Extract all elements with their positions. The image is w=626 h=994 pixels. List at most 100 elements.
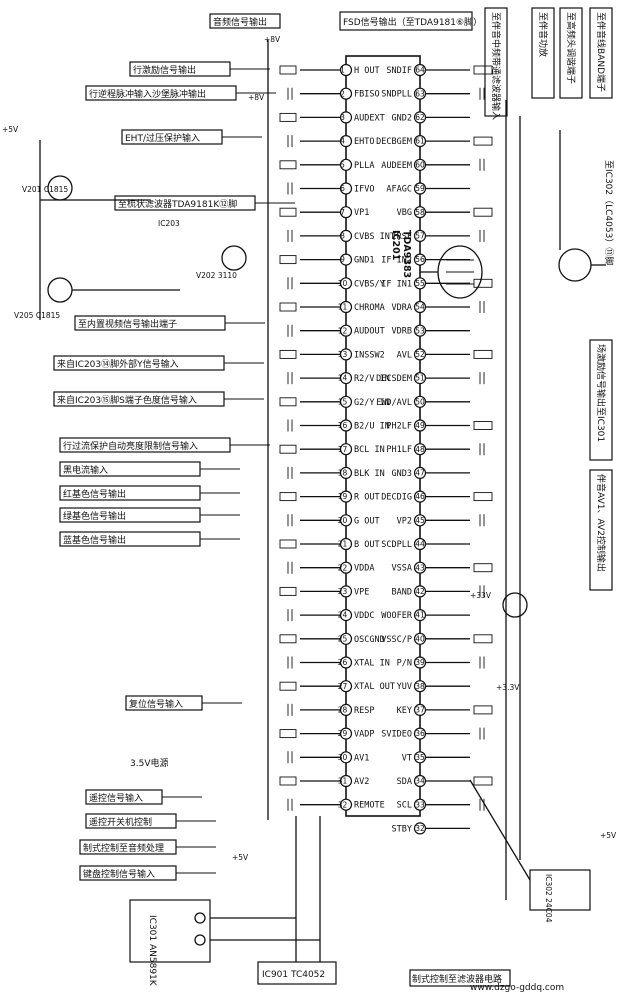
right-pin-circle-56 — [413, 253, 427, 266]
left-pin-number: 22 — [338, 563, 348, 572]
left-pin-number: 5 — [340, 160, 345, 169]
resistor-symbol — [279, 539, 297, 549]
label-right-1: 至伴音中频带通滤波器输入 — [490, 12, 502, 120]
label-right-4: 至伴音线BAND端子 — [595, 12, 607, 92]
left-pin-circle-22 — [339, 561, 353, 574]
box-right-3 — [559, 7, 583, 99]
left-pin-name: VDDC — [354, 611, 374, 621]
box-right-4 — [589, 7, 613, 99]
right-pin-name: AFAGC — [386, 185, 412, 195]
left-pin-circle-5 — [339, 158, 353, 171]
right-pin-name: DECBGEM — [376, 137, 412, 147]
right-pin-circle-49 — [413, 419, 427, 432]
resistor-symbol — [279, 444, 297, 454]
label-ic901: IC901 TC4052 — [262, 970, 325, 980]
right-pin-number: 54 — [415, 303, 425, 312]
right-pin-number: 63 — [415, 89, 425, 98]
left-pin-number: 24 — [338, 611, 348, 620]
right-pin-number: 42 — [415, 587, 425, 596]
left-pin-circle-24 — [339, 608, 353, 622]
resistor-symbol — [279, 112, 297, 122]
right-pin-circle-58 — [413, 206, 427, 219]
right-pin-number: 53 — [415, 326, 425, 335]
left-pin-name: B OUT — [354, 540, 380, 550]
eeprom-wire — [469, 779, 531, 881]
right-pin-number: 58 — [415, 208, 425, 217]
left-pin-name: R OUT — [354, 493, 380, 503]
resistor-symbol — [279, 681, 297, 691]
left-pin-name: G2/Y IN — [354, 398, 390, 408]
left-pin-number: 6 — [340, 184, 345, 193]
left-box-label: 来自IC203⑭脚外部Y信号输入 — [57, 358, 179, 370]
resistor-symbol — [473, 349, 493, 359]
left-pin-name: AV2 — [354, 777, 369, 787]
right-pin-circle-48 — [413, 443, 427, 456]
right-pin-number: 37 — [415, 706, 425, 715]
right-pin-name: GND3 — [392, 469, 412, 479]
label-right-3: 至高频头调谐端子 — [565, 12, 577, 84]
left-pin-circle-16 — [339, 419, 353, 432]
left-pin-name: VADP — [354, 730, 374, 740]
right-pin-number: 39 — [415, 658, 425, 667]
left-pin-circle-15 — [339, 395, 353, 408]
right-pin-name: BAND — [392, 587, 412, 597]
left-box-label: 制式控制至音频处理 — [83, 842, 164, 854]
left-pin-name: AUDOUT — [354, 327, 385, 337]
left-pin-name: BLK IN — [354, 469, 385, 479]
right-pin-name: AVL — [397, 350, 412, 360]
left-pin-number: 7 — [340, 208, 345, 217]
left-pin-circle-13 — [339, 348, 353, 361]
ic-an5891k — [129, 899, 211, 963]
right-pin-name: AUDEEM — [381, 161, 412, 171]
right-pin-name: SDA — [397, 777, 412, 787]
label-supply-1: +8V — [264, 35, 281, 44]
resistor-symbol — [279, 255, 297, 265]
left-pin-number: 12 — [338, 326, 348, 335]
ic301-pin-a — [194, 912, 206, 924]
box-audio-out — [209, 13, 281, 29]
left-pin-number: 18 — [338, 469, 348, 478]
resistor-symbol — [279, 397, 297, 407]
resistor-symbol — [473, 421, 493, 430]
right-pin-number: 55 — [415, 279, 425, 288]
label-av-control: 伴音AV1、AV2控制输出 — [595, 474, 607, 572]
right-pin-circle-60 — [413, 158, 427, 171]
left-pin-number: 9 — [340, 255, 345, 264]
left-pin-name: R2/V IN — [354, 374, 390, 384]
right-pin-name: EWD/AVL — [376, 398, 412, 408]
left-pin-circle-11 — [339, 300, 353, 314]
label-vertical-drive: 场激励信号输出至IC301 — [595, 344, 607, 442]
ic-ref-label: IC201 — [390, 230, 401, 260]
ic-tda9383-body — [345, 55, 421, 817]
label-website: www.dzgo-gddq.com — [470, 983, 564, 993]
right-pin-circle-34 — [413, 774, 427, 788]
right-pin-circle-44 — [413, 537, 427, 551]
wiring-group — [39, 40, 606, 962]
right-pin-circle-39 — [413, 656, 427, 669]
left-box-label: 遥控开关机控制 — [89, 816, 152, 828]
right-pin-number: 62 — [415, 113, 425, 122]
left-pin-circle-14 — [339, 372, 353, 385]
right-pin-number: 32 — [415, 824, 425, 833]
right-pin-circle-55 — [413, 277, 427, 290]
left-pin-number: 15 — [338, 397, 348, 406]
label-supply-3: +5V — [232, 853, 249, 862]
right-pin-name: KEY — [397, 706, 412, 716]
right-pin-circle-45 — [413, 514, 427, 527]
left-pin-number: 3 — [340, 113, 345, 122]
label-audio-out: 音频信号输出 — [213, 16, 267, 28]
left-pin-name: VDDA — [354, 564, 374, 574]
right-pin-number: 41 — [415, 611, 425, 620]
left-pin-circle-6 — [339, 182, 353, 195]
resistor-symbol — [279, 302, 297, 312]
box-right-1 — [484, 7, 508, 117]
box-vertical-drive — [589, 339, 613, 461]
left-pin-circle-29 — [339, 727, 353, 740]
resistor-symbol — [473, 207, 493, 217]
left-pin-circle-2 — [339, 87, 353, 100]
label-supply-2: +5V — [2, 125, 19, 134]
resistor-symbol — [279, 65, 297, 75]
left-pin-circle-7 — [339, 206, 353, 219]
right-pin-circle-32b — [413, 822, 427, 835]
right-pin-group: 64SNDIF63SNDPLL62GND261DECBGEM60AUDEEM59… — [376, 63, 470, 835]
